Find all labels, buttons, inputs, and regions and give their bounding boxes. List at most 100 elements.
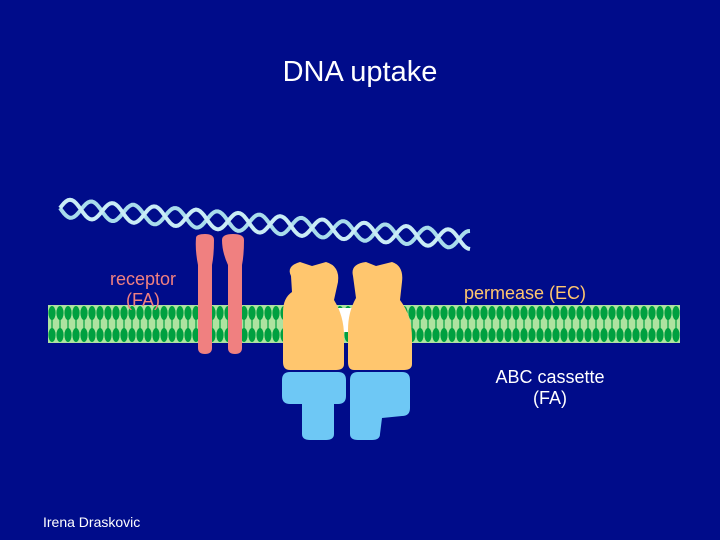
lipid-head <box>144 306 152 320</box>
lipid-head <box>456 328 464 342</box>
lipid-head <box>456 306 464 320</box>
lipid-head <box>504 328 512 342</box>
lipid-head <box>560 328 568 342</box>
lipid-head <box>248 328 256 342</box>
lipid-head <box>184 328 192 342</box>
lipid-head <box>552 306 560 320</box>
lipid-head <box>440 306 448 320</box>
lipid-head <box>112 328 120 342</box>
lipid-head <box>648 328 656 342</box>
lipid-head <box>544 306 552 320</box>
lipid-head <box>152 328 160 342</box>
lipid-head <box>56 306 64 320</box>
lipid-head <box>528 306 536 320</box>
lipid-head <box>480 328 488 342</box>
lipid-head <box>440 328 448 342</box>
abc-cassette-protein <box>282 372 410 440</box>
lipid-head <box>184 306 192 320</box>
lipid-head <box>488 306 496 320</box>
lipid-head <box>64 306 72 320</box>
lipid-head <box>448 306 456 320</box>
lipid-head <box>568 328 576 342</box>
receptor-subunit-left <box>195 234 214 354</box>
lipid-head <box>104 328 112 342</box>
lipid-head <box>64 328 72 342</box>
receptor-protein <box>195 234 244 354</box>
lipid-head <box>144 328 152 342</box>
permease-subunit-right <box>348 262 412 370</box>
lipid-head <box>168 328 176 342</box>
lipid-head <box>672 328 680 342</box>
lipid-head <box>72 328 80 342</box>
lipid-head <box>464 306 472 320</box>
lipid-head <box>472 306 480 320</box>
abc-cassette-label-line2: (FA) <box>533 388 567 408</box>
abc-cassette-label-line1: ABC cassette <box>495 367 605 387</box>
lipid-head <box>520 328 528 342</box>
dna-double-helix <box>58 197 471 251</box>
lipid-head <box>592 306 600 320</box>
lipid-head <box>536 328 544 342</box>
lipid-head <box>416 328 424 342</box>
lipid-head <box>664 328 672 342</box>
lipid-head <box>56 328 64 342</box>
lipid-head <box>240 328 248 342</box>
lipid-head <box>560 306 568 320</box>
lipid-head <box>96 306 104 320</box>
lipid-head <box>128 328 136 342</box>
lipid-head <box>584 328 592 342</box>
author-credit: Irena Draskovic <box>43 514 141 530</box>
lipid-head <box>656 328 664 342</box>
lipid-head <box>168 306 176 320</box>
lipid-head <box>160 328 168 342</box>
lipid-head <box>640 328 648 342</box>
lipid-head <box>272 306 280 320</box>
lipid-head <box>536 306 544 320</box>
lipid-head <box>104 306 112 320</box>
lipid-head <box>608 328 616 342</box>
abc-cassette-label: ABC cassette (FA) <box>470 367 630 409</box>
lipid-head <box>120 328 128 342</box>
lipid-head <box>272 328 280 342</box>
lipid-head <box>496 328 504 342</box>
lipid-head <box>520 306 528 320</box>
lipid-head <box>504 306 512 320</box>
lipid-head <box>568 306 576 320</box>
lipid-head <box>624 328 632 342</box>
lipid-head <box>512 328 520 342</box>
lipid-head <box>592 328 600 342</box>
lipid-head <box>664 306 672 320</box>
lipid-head <box>80 306 88 320</box>
lipid-head <box>448 328 456 342</box>
receptor-label-line1: receptor <box>109 269 177 289</box>
lipid-head <box>240 306 248 320</box>
receptor-label: receptor (FA) <box>96 269 190 311</box>
lipid-head <box>192 306 200 320</box>
lipid-head <box>624 306 632 320</box>
lipid-head <box>472 328 480 342</box>
lipid-head <box>48 328 56 342</box>
lipid-head <box>616 306 624 320</box>
lipid-head <box>264 328 272 342</box>
lipid-head <box>136 306 144 320</box>
page-title: DNA uptake <box>282 56 438 88</box>
permease-label: permease (EC) <box>463 283 587 303</box>
lipid-head <box>480 306 488 320</box>
lipid-head <box>464 328 472 342</box>
lipid-head <box>552 328 560 342</box>
lipid-head <box>424 306 432 320</box>
lipid-head <box>632 328 640 342</box>
receptor-subunit-right <box>222 234 244 354</box>
lipid-head <box>256 328 264 342</box>
lipid-head <box>176 306 184 320</box>
lipid-head <box>112 306 120 320</box>
lipid-head <box>248 306 256 320</box>
lipid-head <box>576 328 584 342</box>
lipid-head <box>632 306 640 320</box>
lipid-head <box>672 306 680 320</box>
lipid-head <box>544 328 552 342</box>
lipid-head <box>72 306 80 320</box>
lipid-head <box>192 328 200 342</box>
lipid-head <box>432 328 440 342</box>
lipid-head <box>488 328 496 342</box>
